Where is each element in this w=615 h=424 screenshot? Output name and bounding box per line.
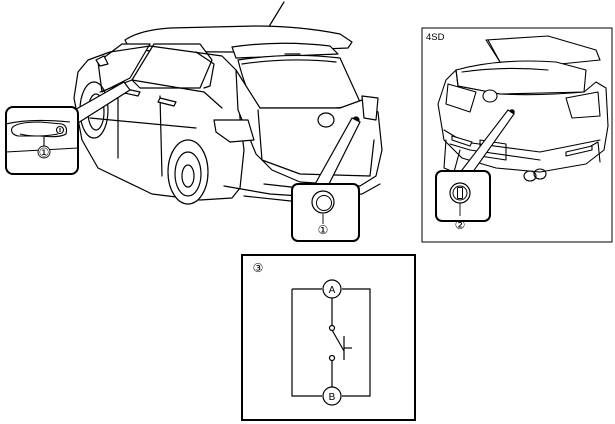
- switch-contact: [331, 329, 345, 352]
- hatch-callout-number: ①: [318, 223, 329, 237]
- terminal-b-label: B: [329, 392, 336, 403]
- rear-wheel: [167, 139, 209, 205]
- terminal-a-label: A: [329, 285, 336, 296]
- hatch-keyhole-detail-box: [291, 183, 360, 242]
- hatchback-car-illustration: [73, 1, 383, 205]
- sedan-tail-light-left: [445, 83, 477, 113]
- door-handle-callout-marker: [37, 145, 51, 159]
- trunk-keyhole-detail-box: [435, 170, 491, 222]
- tail-light-left: [213, 119, 255, 143]
- circuit-label-number: ③: [253, 261, 264, 275]
- trunk-key-slot: [457, 187, 463, 199]
- sedan-variant-label: 4SD: [426, 32, 445, 43]
- terminal-a-circle: [322, 279, 342, 299]
- rear-window: [237, 54, 361, 109]
- switch-circuit-diagram: [291, 279, 371, 406]
- emblem: [317, 112, 335, 128]
- tail-light-right: [361, 95, 379, 121]
- door-handle-callout-number: ①: [39, 146, 50, 160]
- sedan-tail-light-right: [565, 91, 601, 119]
- door-handle-detail-box: [5, 106, 79, 175]
- terminal-b-circle: [322, 386, 342, 406]
- door-handle-shape: [11, 121, 68, 138]
- trunk-callout-number: ②: [455, 218, 466, 232]
- rear-body: [235, 69, 383, 187]
